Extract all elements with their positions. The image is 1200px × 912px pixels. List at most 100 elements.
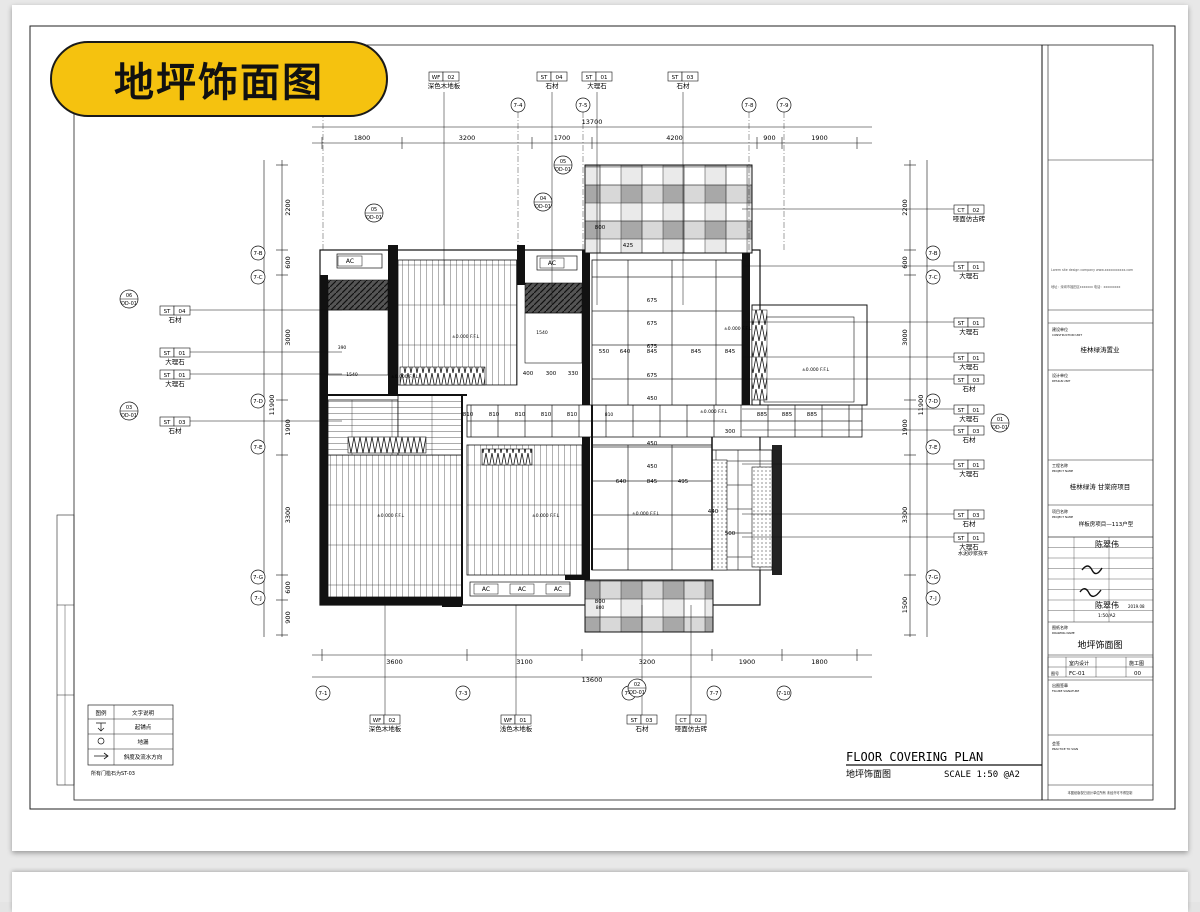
sub-label-en: PROJECT NAME (1052, 515, 1073, 519)
tag-top-num: 03 (687, 75, 694, 81)
legend-row-start: 起铺点 (135, 723, 152, 731)
ac-box (539, 257, 565, 269)
index-mark-num: 02 (634, 682, 640, 688)
ac-box (473, 583, 499, 595)
axis-top: 7-9 (780, 103, 789, 109)
tag-left-num: 04 (179, 309, 186, 315)
floor-drain-icon (97, 737, 105, 745)
client-label: 建设单位 (1052, 326, 1068, 332)
client-name: 桂林绿涛置业 (1081, 345, 1121, 354)
tag-right-num-box (967, 317, 985, 328)
tag-left-num-box (173, 369, 191, 380)
axis-left: 7-E (254, 445, 263, 451)
index-mark-ref: DD-01 (366, 215, 382, 221)
tag-top-num-box (681, 71, 699, 82)
drawing-no-label: 图号 (1051, 670, 1059, 676)
tag-right-num: 03 (973, 378, 980, 384)
axis-right: 7-C (928, 275, 937, 281)
tag-right-code: ST (958, 265, 965, 271)
axis-right-circle (925, 245, 941, 261)
grid-dim-label: 810 (541, 412, 552, 418)
grid-dim-label: 440 (708, 509, 719, 515)
right-dim-total: 11900 (917, 395, 925, 416)
bottom-dim-label: 1900 (739, 658, 756, 666)
bottom-dim-label: 3100 (516, 658, 533, 666)
plan-title-cn: 地坪饰面图 (846, 768, 891, 780)
axis-right-circle (925, 269, 941, 285)
next-sheet-edge (12, 872, 1188, 912)
tag-right-text: 大理石 (959, 271, 979, 280)
axis-bottom: 7-10 (778, 691, 791, 697)
level-label: ±0.000 F.F.L (452, 334, 480, 340)
tag-right-code: ST (958, 536, 965, 542)
right-dim-label: 2200 (901, 199, 909, 216)
axis-bottom: 7-6 (625, 691, 634, 697)
small-dim-label: 800 (596, 605, 605, 611)
level-label: ±0.000 F.F.L (700, 409, 728, 415)
apartment-plan (319, 164, 868, 633)
stage-cell: 室内设计 (1069, 660, 1089, 667)
project-name: 桂林绿涛 甘棠府项目 (1070, 482, 1131, 491)
grid-dim-label: 425 (623, 243, 634, 249)
tag-right-code: ST (958, 429, 965, 435)
designer-name-2: 陈翠伟 (1095, 600, 1119, 610)
small-dim-label: 1540 (346, 372, 358, 378)
tag-right-text: 石材 (963, 384, 977, 393)
left-dim-label: 600 (284, 581, 292, 593)
index-mark-ref: DD-01 (535, 204, 551, 210)
tag-right-num-box (967, 374, 985, 385)
tag-top-num-box (550, 71, 568, 82)
left-dim-label: 900 (284, 611, 292, 623)
axis-right: 7-D (928, 399, 938, 405)
tag-left-num-box (173, 347, 191, 358)
axis-right: 7-E (929, 445, 938, 451)
tag-left-text: 大理石 (165, 357, 185, 366)
tag-bottom-code: ST (631, 718, 638, 724)
start-point-icon (96, 722, 106, 732)
tag-right-num-box (967, 532, 985, 543)
index-mark-num: 01 (997, 417, 1003, 423)
plan-scale: SCALE 1:50 @A2 (944, 770, 1020, 780)
phase-cell: 施工图 (1129, 660, 1144, 667)
axis-left-circle (250, 393, 266, 409)
tag-bottom-num: 03 (646, 718, 653, 724)
grid-dim-label: 330 (568, 371, 579, 377)
project-label-en: PROJECT NAME (1052, 469, 1073, 473)
tag-left-num: 03 (179, 420, 186, 426)
grid-dim-label: 450 (647, 441, 658, 447)
sign-label-en: FIGURE SIGNATURE (1052, 689, 1080, 693)
revision-no: 00 (1134, 671, 1141, 677)
tag-right-num: 01 (973, 408, 980, 414)
axis-left-circle (250, 590, 266, 606)
grid-dim-label: 845 (691, 349, 702, 355)
ac-label: AC (554, 586, 562, 593)
tag-right-code: ST (958, 463, 965, 469)
design-label-en: DESIGN UNIT (1052, 379, 1071, 383)
tag-right-num: 03 (973, 513, 980, 519)
axis-right-circle (925, 393, 941, 409)
tag-left-code: ST (164, 309, 171, 315)
axis-left: 7-B (253, 251, 262, 257)
legend-row-slope: 斜度及流水方向 (124, 753, 163, 761)
index-mark-num: 05 (371, 207, 377, 213)
top-dim-label: 1700 (554, 134, 571, 142)
level-label: ±0.000 F.F.L (391, 374, 419, 380)
index-mark-num: 04 (540, 196, 546, 202)
level-label: ±0.000 F.F.L (377, 513, 405, 519)
firm-line-1: Lorem site design company www.xxxxxxxxxx… (1051, 268, 1133, 272)
tag-left-text: 石材 (169, 315, 183, 324)
grid-dim-label: 450 (647, 464, 658, 470)
axis-right: 7-G (928, 575, 938, 581)
tag-bottom-code: CT (679, 718, 687, 724)
title-block-footer: 本图纸版权归设计单位所有 未经许可不得复制 (1068, 790, 1133, 795)
axis-bottom-circle (315, 685, 331, 701)
right-dim-label: 1500 (901, 597, 909, 614)
grid-dim-label: 800 (595, 225, 606, 231)
grid-dim-label: 675 (647, 321, 658, 327)
level-label: ±0.000 F.F.L (632, 511, 660, 517)
title-block: Lorem site design company www.xxxxxxxxxx… (1041, 45, 1154, 800)
drawing-no: FC-01 (1069, 671, 1085, 677)
grid-dim-label: 810 (463, 412, 474, 418)
level-label: ±0.000 F.F.L (532, 513, 560, 519)
tag-right-code: ST (958, 408, 965, 414)
